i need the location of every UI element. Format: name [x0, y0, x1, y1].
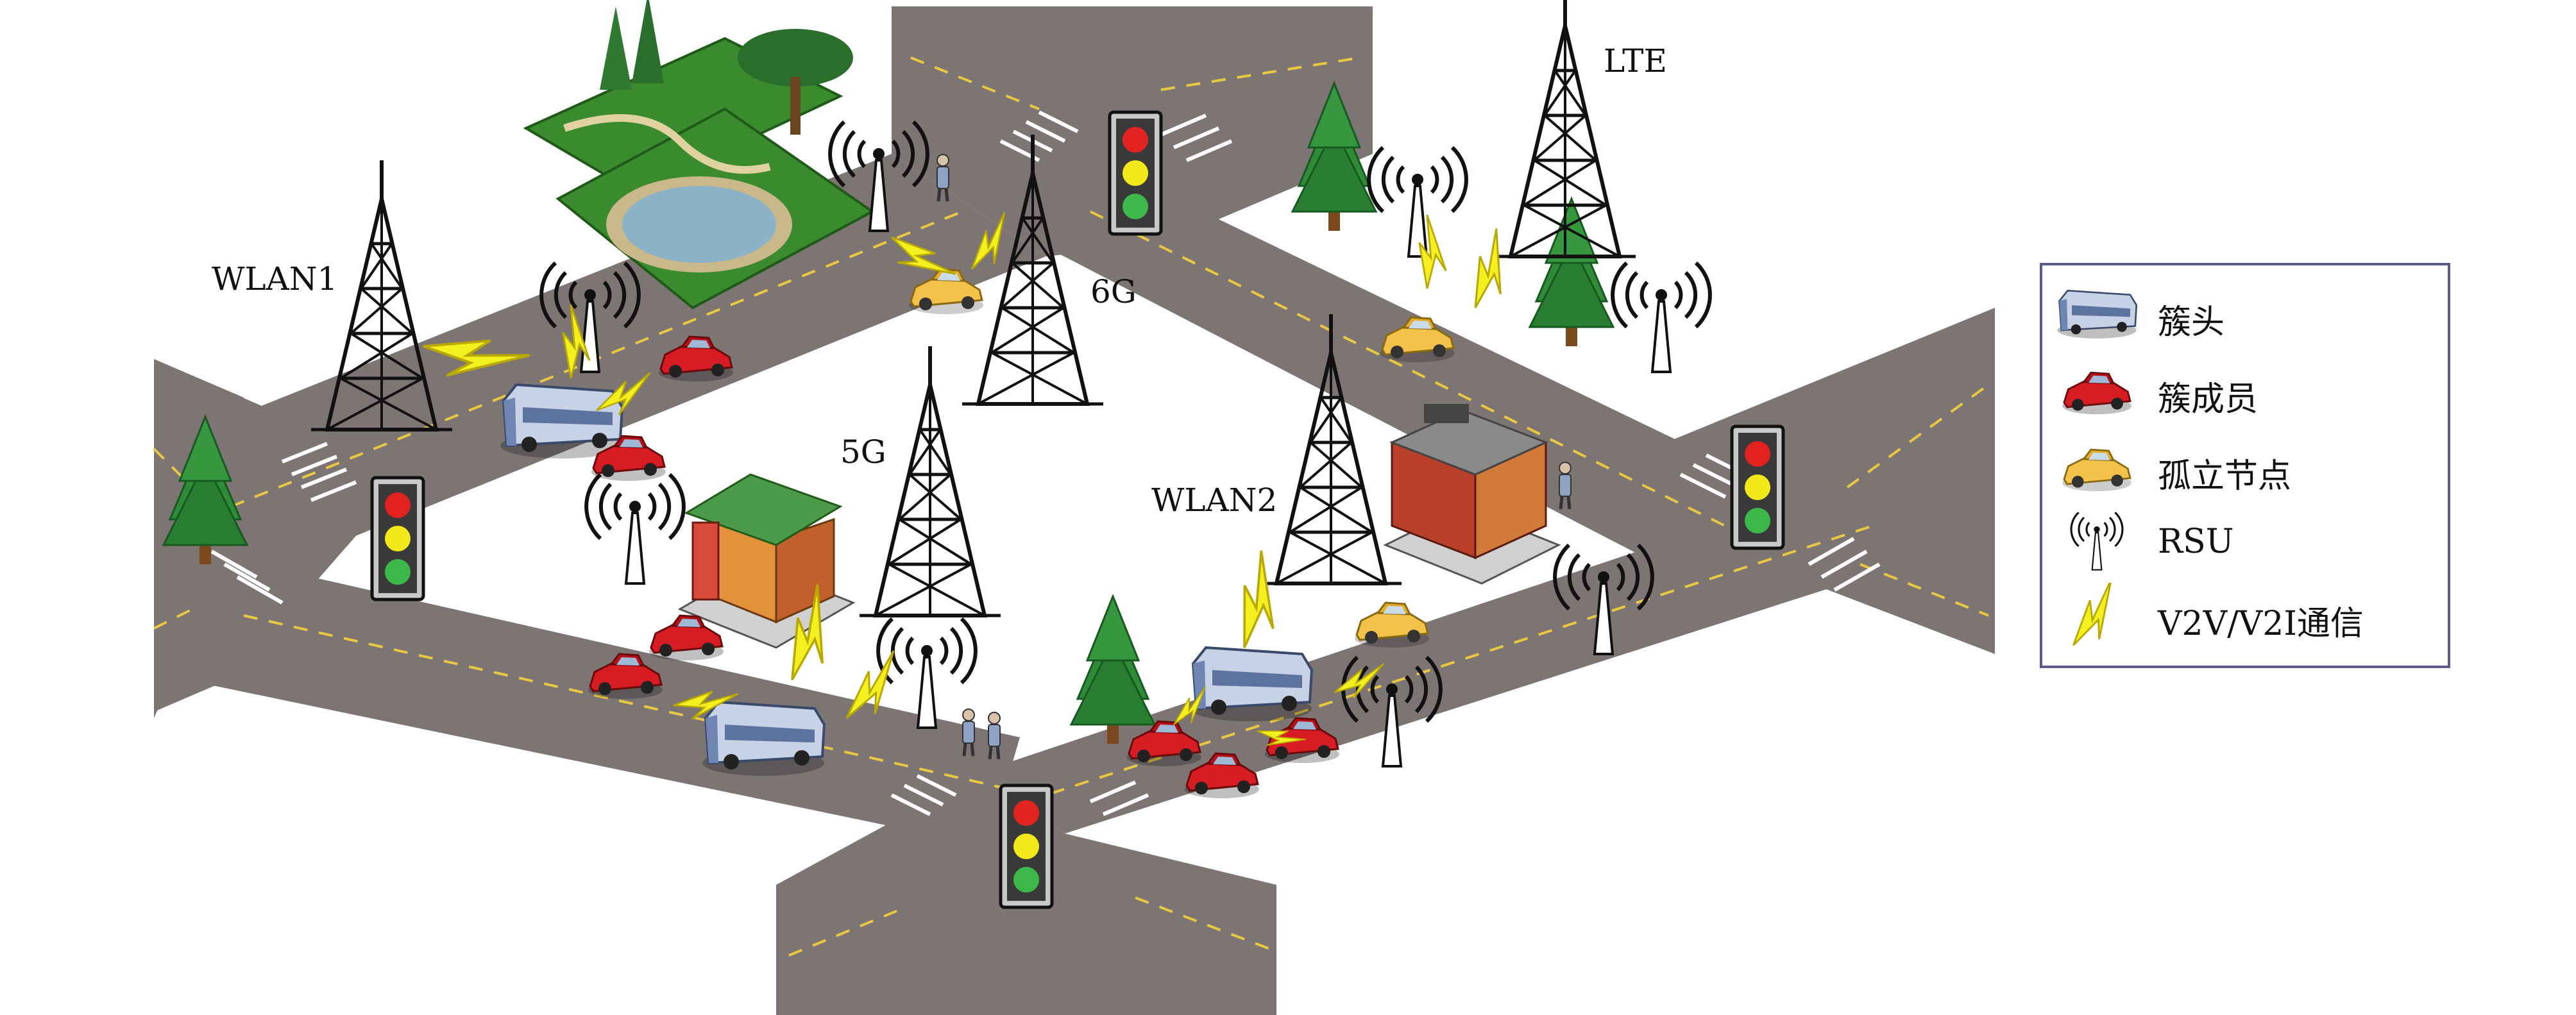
lte-label: LTE — [1604, 42, 1667, 80]
tree — [1529, 197, 1614, 348]
5g-tower-icon — [860, 346, 1001, 616]
legend-item-cluster-member: 簇成员 — [2042, 355, 2448, 426]
traffic-light-icon — [1732, 426, 1783, 548]
lightning-icon — [2055, 583, 2137, 647]
5g-label: 5G — [840, 433, 886, 471]
cluster-head-bus — [499, 383, 623, 460]
legend: 簇头 簇成员 孤立节点 RSU V2V/V2I通信 — [2040, 263, 2450, 668]
legend-label: V2V/V2I通信 — [2158, 605, 2364, 643]
legend-item-link: V2V/V2I通信 — [2042, 580, 2448, 650]
legend-item-cluster-head: 簇头 — [2042, 278, 2448, 349]
traffic-light-icon — [1001, 785, 1052, 907]
red-car-icon — [2061, 371, 2133, 415]
park — [523, 0, 875, 310]
legend-item-isolated-node: 孤立节点 — [2042, 432, 2448, 503]
rsu-antenna-icon — [586, 474, 684, 583]
legend-label: RSU — [2158, 523, 2234, 561]
cluster-head-bus — [701, 701, 826, 777]
legend-label: 簇成员 — [2158, 380, 2258, 419]
wlan2-label: WLAN2 — [1151, 482, 1278, 519]
gas-station — [677, 473, 856, 649]
cluster-head-bus — [1189, 646, 1313, 723]
wlan1-label: WLAN1 — [212, 260, 338, 298]
legend-item-rsu: RSU — [2042, 506, 2448, 576]
rsu-antenna-icon — [2070, 511, 2124, 571]
legend-label: 孤立节点 — [2158, 457, 2292, 496]
6g-label: 6G — [1090, 273, 1137, 310]
road-network — [153, 6, 1995, 1015]
tree — [1070, 595, 1156, 745]
bus-icon — [2056, 289, 2138, 340]
lte-tower-icon — [1495, 0, 1636, 256]
isolated-node-car — [1353, 601, 1430, 649]
rsu-antenna-icon — [1369, 147, 1466, 256]
traffic-light-icon — [1110, 112, 1161, 234]
yellow-car-icon — [2061, 448, 2133, 492]
traffic-light-icon — [372, 478, 423, 600]
legend-label: 簇头 — [2158, 303, 2225, 342]
rsu-antenna-icon — [1613, 263, 1710, 372]
shop-building — [1383, 404, 1561, 585]
